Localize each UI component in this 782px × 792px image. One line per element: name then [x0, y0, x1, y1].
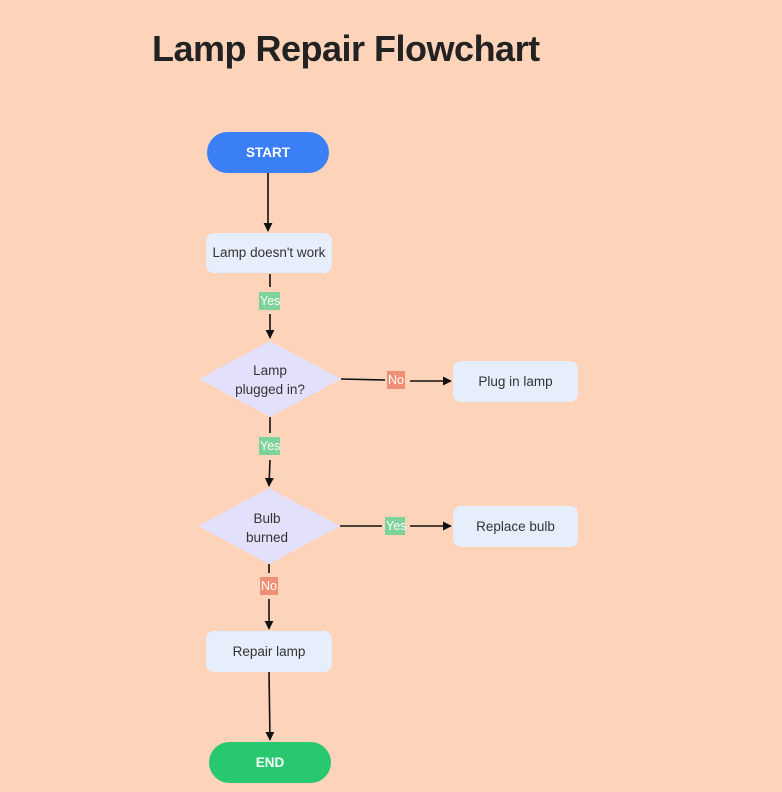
- decision-lamp-plugged-line2: plugged in?: [235, 382, 305, 397]
- edge-label-yes: Yes: [259, 292, 281, 310]
- decision-bulb-burned-line1: Bulb: [253, 511, 281, 526]
- end-node[interactable]: END: [209, 742, 331, 783]
- repair-lamp-node[interactable]: Repair lamp: [206, 631, 332, 672]
- edge-label-no: No: [387, 371, 405, 389]
- edge-repair-to-end: [265, 671, 275, 741]
- decision-lamp-plugged-shape[interactable]: [199, 341, 341, 417]
- edge-label-no: No: [260, 577, 278, 595]
- page-title: Lamp Repair Flowchart: [152, 28, 540, 69]
- decision-bulb-burned-line2: burned: [245, 530, 289, 545]
- edge-label-yes: Yes: [259, 437, 281, 455]
- decision-lamp-plugged-line1: Lamp: [253, 363, 287, 378]
- plug-in-lamp-node[interactable]: Plug in lamp: [453, 361, 578, 402]
- decision-bulb-burned-shape[interactable]: [198, 488, 340, 564]
- edge-label-yes: Yes: [385, 517, 407, 535]
- decision-lamp-plugged-label: Lamp plugged in?: [215, 358, 325, 402]
- replace-bulb-node[interactable]: Replace bulb: [453, 506, 578, 547]
- start-node[interactable]: START: [207, 132, 329, 173]
- edge-plugged-to-bulb-b: [264, 459, 274, 487]
- edge-plugged-to-plugin-a: [340, 378, 386, 381]
- decision-bulb-burned-label: Bulb burned: [215, 506, 319, 550]
- lamp-doesnt-work-node[interactable]: Lamp doesn't work: [206, 233, 332, 273]
